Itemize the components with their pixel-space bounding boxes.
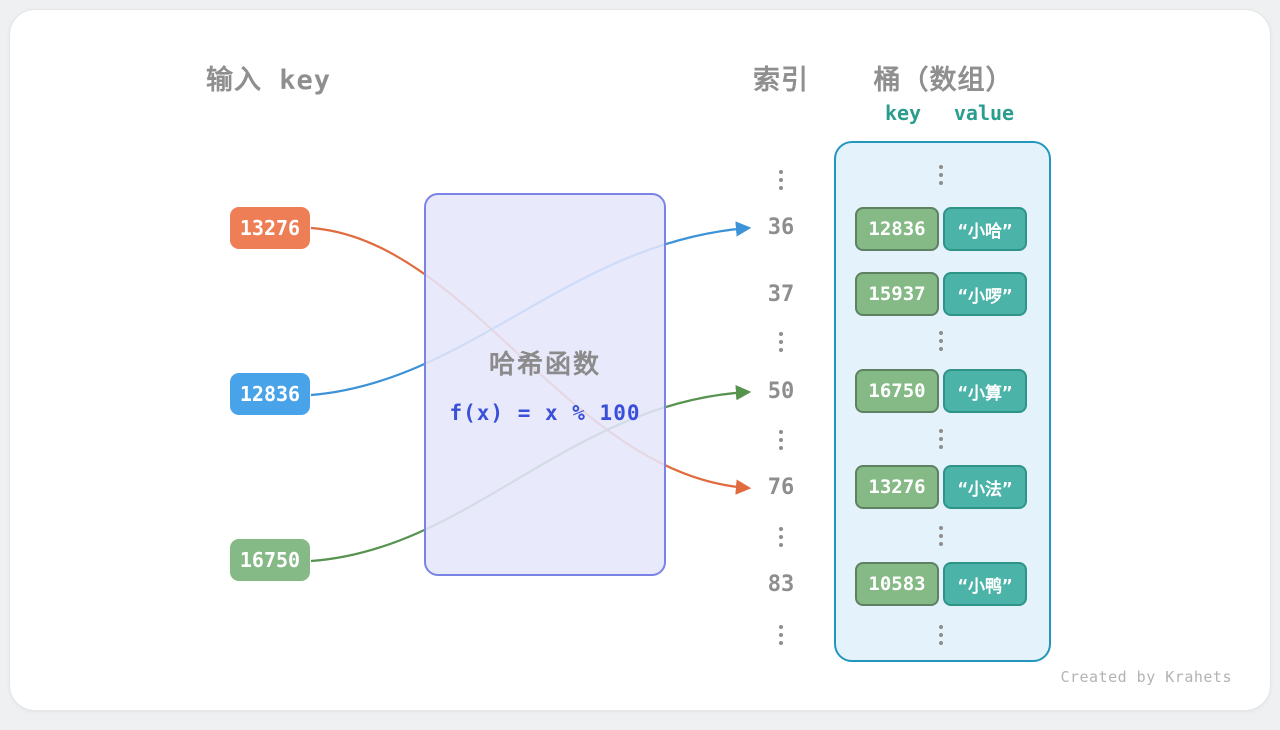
bucket-entry: 16750 “小算”: [855, 369, 1027, 413]
bucket-entry: 13276 “小法”: [855, 465, 1027, 509]
bucket-entry: 12836 “小哈”: [855, 207, 1027, 251]
vertical-ellipsis: [939, 331, 943, 351]
entry-key-cell: 13276: [855, 465, 939, 509]
vertical-ellipsis: [939, 165, 943, 185]
index-value-76: 76: [767, 475, 795, 500]
input-key-box-12836: 12836: [230, 373, 310, 415]
entry-value-cell: “小法”: [943, 465, 1027, 509]
vertical-ellipsis: [779, 170, 783, 190]
key-column-label: key: [884, 101, 922, 125]
vertical-ellipsis: [779, 625, 783, 645]
credit-text: Created by Krahets: [1060, 668, 1232, 686]
hash-function-box: 哈希函数 f(x) = x % 100: [424, 193, 666, 576]
vertical-ellipsis: [779, 527, 783, 547]
bucket-entry: 10583 “小鸭”: [855, 562, 1027, 606]
hash-function-title: 哈希函数: [488, 350, 601, 380]
entry-value-cell: “小鸭”: [943, 562, 1027, 606]
bucket-entry: 15937 “小啰”: [855, 272, 1027, 316]
value-column-label: value: [953, 101, 1015, 125]
entry-key-cell: 12836: [855, 207, 939, 251]
entry-value-cell: “小哈”: [943, 207, 1027, 251]
entry-key-cell: 15937: [855, 272, 939, 316]
index-header: 索引: [753, 65, 809, 96]
vertical-ellipsis: [779, 332, 783, 352]
entry-key-cell: 10583: [855, 562, 939, 606]
index-value-50: 50: [767, 379, 795, 404]
index-value-83: 83: [767, 572, 795, 597]
diagram-card: 输入 key 索引 桶（数组） key value 13276 12836 16…: [9, 9, 1271, 711]
index-value-36: 36: [767, 215, 795, 240]
bucket-header: 桶（数组）: [873, 65, 1014, 96]
index-value-37: 37: [767, 282, 795, 307]
vertical-ellipsis: [939, 429, 943, 449]
vertical-ellipsis: [939, 625, 943, 645]
input-key-box-13276: 13276: [230, 207, 310, 249]
entry-key-cell: 16750: [855, 369, 939, 413]
input-key-header: 输入 key: [206, 65, 332, 96]
input-key-box-16750: 16750: [230, 539, 310, 581]
vertical-ellipsis: [779, 430, 783, 450]
hash-function-formula: f(x) = x % 100: [449, 401, 641, 425]
entry-value-cell: “小啰”: [943, 272, 1027, 316]
entry-value-cell: “小算”: [943, 369, 1027, 413]
vertical-ellipsis: [939, 526, 943, 546]
